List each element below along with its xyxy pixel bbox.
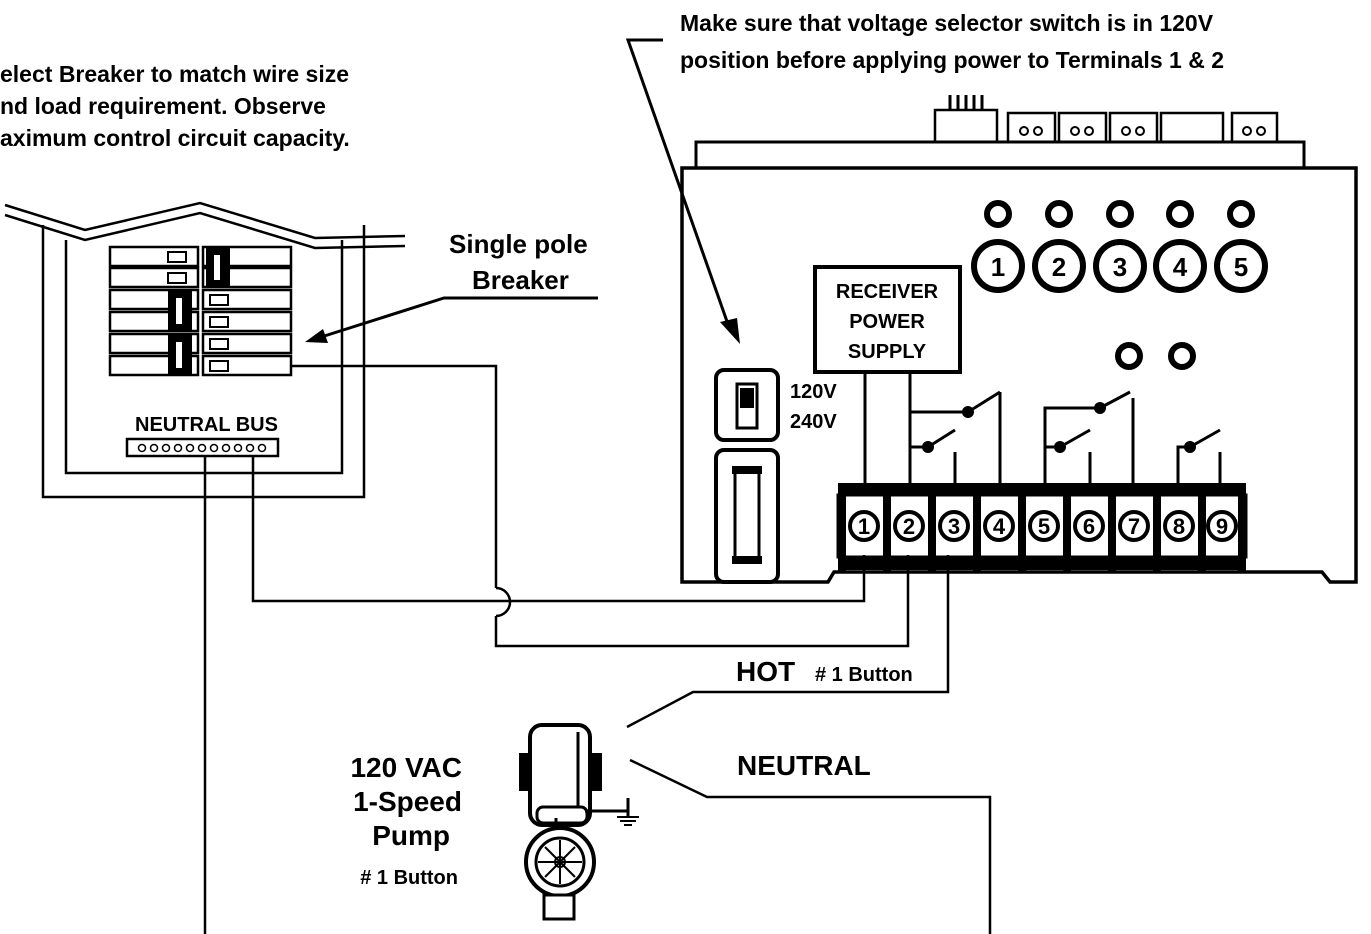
button-label-1: 1	[991, 252, 1005, 282]
neutral-wire-label: NEUTRAL	[737, 750, 871, 781]
relay-dots	[922, 402, 1196, 453]
neutral-bus-label: NEUTRAL BUS	[135, 414, 278, 436]
controller-box	[680, 95, 1358, 584]
breaker-label-line2: Breaker	[472, 265, 569, 295]
voltage-note: Make sure that voltage selector switch i…	[680, 10, 1224, 73]
psu-label-line2: POWER	[849, 311, 925, 333]
receiver-power-supply: RECEIVER POWER SUPPLY	[813, 265, 962, 374]
terminal-strip: 1 2 3 4 5 6 7 8 9	[836, 483, 1248, 571]
breaker-note: elect Breaker to match wire size nd load…	[0, 61, 350, 151]
terminal-label-1: 1	[858, 514, 870, 539]
pump-label-line3: Pump	[372, 820, 450, 851]
breaker-stack	[108, 245, 293, 377]
selector-label-240: 240V	[790, 411, 837, 433]
breaker-note-line3: aximum control circuit capacity.	[0, 125, 350, 151]
fuse-icon	[714, 448, 780, 584]
button-indicators: 1 2 3 4 5	[971, 200, 1268, 370]
selector-label-120: 120V	[790, 381, 837, 403]
terminal-label-3: 3	[948, 514, 960, 539]
neutral-bus-bar	[125, 437, 280, 458]
relay-contacts	[863, 372, 1222, 483]
pump-label-line1: 120 VAC	[350, 752, 462, 783]
terminal-label-5: 5	[1038, 514, 1050, 539]
breaker-panel	[4, 201, 406, 499]
hot-wire-label: HOT	[736, 656, 795, 687]
psu-label-line3: SUPPLY	[848, 341, 927, 363]
breaker-label-arrowhead	[305, 329, 328, 343]
terminal-label-2: 2	[903, 514, 915, 539]
pump-button-label: # 1 Button	[360, 867, 458, 889]
external-wiring	[203, 364, 992, 934]
button-label-4: 4	[1173, 252, 1188, 282]
terminal-label-4: 4	[993, 514, 1006, 539]
button-label-3: 3	[1113, 252, 1127, 282]
terminal-label-6: 6	[1083, 514, 1095, 539]
pump-label-line2: 1-Speed	[353, 786, 462, 817]
terminal-label-9: 9	[1216, 514, 1228, 539]
breaker-note-line1: elect Breaker to match wire size	[0, 61, 349, 87]
voltage-selector-switch: 120V 240V	[714, 368, 837, 442]
voltage-note-pointer	[625, 38, 732, 331]
button-label-5: 5	[1234, 252, 1248, 282]
pump-icon	[519, 723, 639, 921]
button-label-2: 2	[1052, 252, 1066, 282]
breaker-note-line2: nd load requirement. Observe	[0, 93, 326, 119]
hot-button-label: # 1 Button	[815, 664, 913, 686]
terminal-label-7: 7	[1128, 514, 1140, 539]
breaker-label-pointer	[317, 296, 598, 340]
voltage-note-line1: Make sure that voltage selector switch i…	[680, 10, 1214, 36]
voltage-note-line2: position before applying power to Termin…	[680, 47, 1224, 73]
breaker-label-line1: Single pole	[449, 229, 588, 259]
terminal-label-8: 8	[1173, 514, 1185, 539]
voltage-note-arrowhead	[720, 318, 740, 344]
psu-label-line1: RECEIVER	[836, 281, 939, 303]
